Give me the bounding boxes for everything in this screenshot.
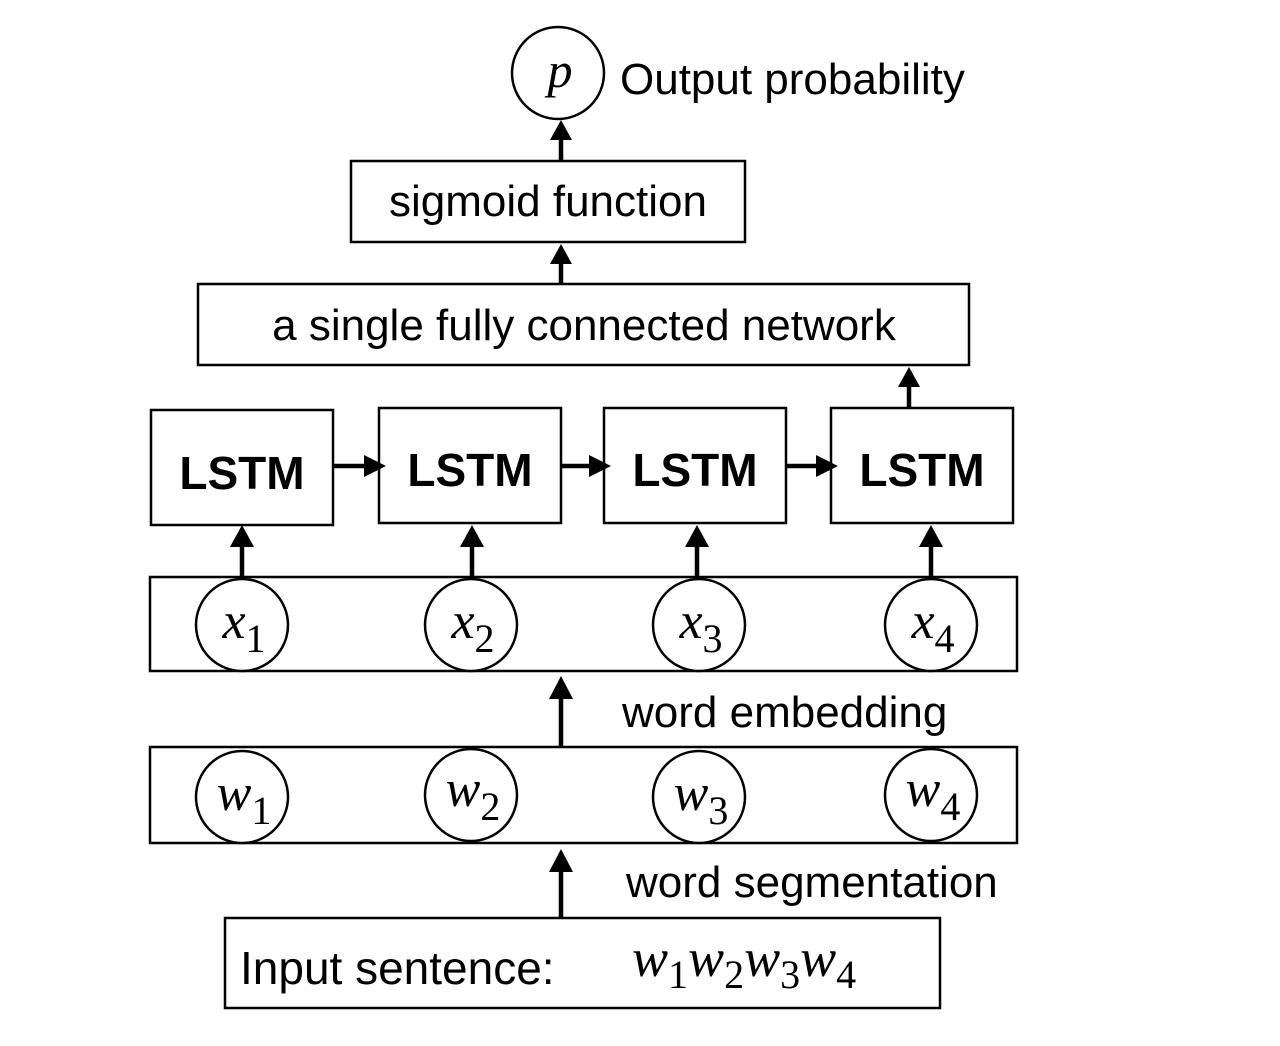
- token-symbol: w: [744, 928, 780, 988]
- embedding-node-2: x2: [423, 577, 519, 673]
- segmentation-row: w1 w2 w3 w4: [148, 745, 1019, 845]
- sigmoid-box: sigmoid function: [349, 159, 747, 244]
- node-symbol: x: [910, 593, 934, 650]
- lstm-label: LSTM: [859, 444, 984, 496]
- arrow-sigmoid-to-output: [550, 120, 572, 160]
- lstm-cell-4: LSTM: [829, 406, 1015, 525]
- token-index: 3: [780, 952, 800, 997]
- lstm-label: LSTM: [407, 444, 532, 496]
- segmentation-node-4: w4: [883, 747, 979, 843]
- node-symbol: x: [678, 593, 702, 650]
- node-index: 3: [703, 616, 723, 661]
- token-symbol: w: [632, 928, 668, 988]
- node-symbol: w: [446, 761, 481, 818]
- arrow-input-to-segmentation: [549, 849, 573, 918]
- svg-text:x4: x4: [910, 593, 954, 661]
- node-index: 3: [708, 788, 728, 833]
- embedding-node-1: x1: [194, 577, 290, 673]
- output-symbol: p: [545, 42, 573, 98]
- node-symbol: w: [906, 761, 941, 818]
- lstm-cell-1: LSTM: [149, 408, 335, 527]
- svg-text:w3: w3: [674, 765, 729, 833]
- output-node: p: [510, 25, 606, 121]
- lstm-cell-3: LSTM: [602, 406, 788, 525]
- fully-connected-box: a single fully connected network: [196, 282, 971, 367]
- arrow-x4-to-lstm-4: [919, 525, 943, 576]
- embedding-node-3: x3: [651, 577, 747, 673]
- node-index: 1: [246, 616, 266, 661]
- lstm-row: LSTM LSTM LSTM LSTM: [149, 406, 1015, 527]
- token-index: 4: [836, 952, 856, 997]
- svg-text:x1: x1: [221, 593, 265, 661]
- output-circle: [510, 25, 606, 121]
- node-symbol: w: [217, 765, 252, 822]
- arrow-x1-to-lstm-1: [230, 525, 254, 576]
- lstm-cell-2: LSTM: [377, 406, 563, 525]
- node-index: 1: [251, 788, 271, 833]
- node-symbol: w: [674, 765, 709, 822]
- lstm-label: LSTM: [179, 447, 304, 499]
- segmentation-label: word segmentation: [625, 858, 998, 907]
- arrow-lstm-2-to-3: [561, 455, 611, 477]
- svg-text:w2: w2: [446, 761, 501, 829]
- input-tokens: w1w2w3w4: [632, 928, 856, 997]
- embedding-node-4: x4: [883, 577, 979, 673]
- svg-text:x2: x2: [450, 593, 494, 661]
- node-index: 2: [480, 784, 500, 829]
- token-symbol: w: [688, 928, 724, 988]
- input-sentence-box: Input sentence: w1w2w3w4: [223, 916, 942, 1010]
- token-index: 2: [724, 952, 744, 997]
- output-label: Output probability: [620, 55, 965, 104]
- node-index: 4: [935, 616, 955, 661]
- arrow-fc-to-sigmoid: [550, 244, 572, 284]
- sigmoid-label: sigmoid function: [389, 177, 707, 226]
- embedding-label: word embedding: [621, 688, 947, 737]
- arrow-segmentation-to-embedding: [549, 676, 573, 747]
- node-index: 2: [475, 616, 495, 661]
- token-index: 1: [668, 952, 688, 997]
- arrow-lstm-to-fc: [898, 367, 920, 407]
- fully-connected-label: a single fully connected network: [272, 301, 897, 350]
- embedding-row: x1 x2 x3 x4: [148, 575, 1019, 673]
- node-symbol: x: [450, 593, 474, 650]
- segmentation-node-2: w2: [423, 747, 519, 843]
- arrow-lstm-1-to-2: [333, 455, 386, 477]
- arrow-x2-to-lstm-2: [460, 525, 484, 576]
- token-symbol: w: [800, 928, 836, 988]
- arrow-x3-to-lstm-3: [685, 525, 709, 576]
- segmentation-node-3: w3: [651, 749, 747, 845]
- segmentation-node-1: w1: [194, 749, 290, 845]
- input-label: Input sentence:: [240, 942, 555, 994]
- arrow-lstm-3-to-4: [786, 455, 838, 477]
- svg-text:x3: x3: [678, 593, 722, 661]
- lstm-label: LSTM: [632, 444, 757, 496]
- svg-text:w1: w1: [217, 765, 272, 833]
- node-symbol: x: [221, 593, 245, 650]
- node-index: 4: [940, 784, 960, 829]
- svg-text:w4: w4: [906, 761, 961, 829]
